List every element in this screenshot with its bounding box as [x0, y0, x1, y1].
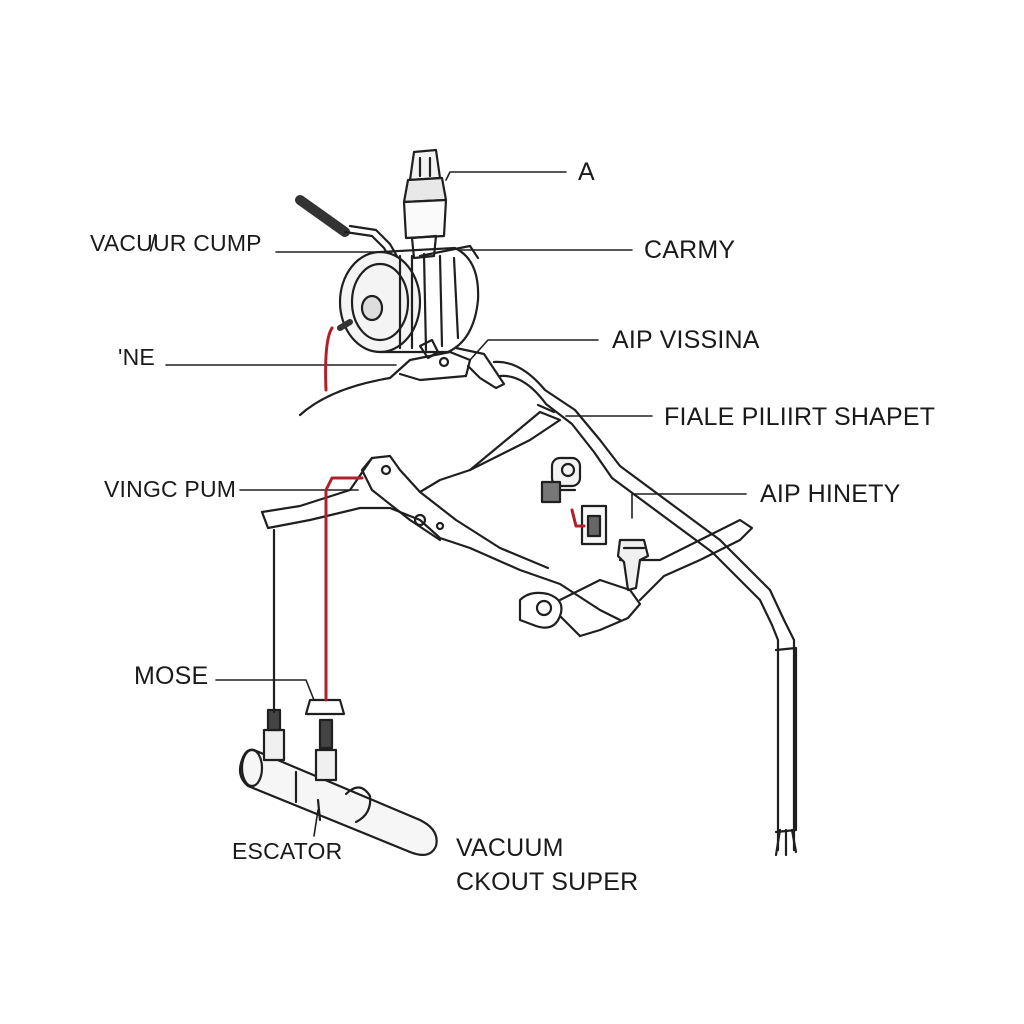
label-escator: ESCATOR [232, 838, 343, 864]
air-sensor [540, 456, 650, 592]
canister-fitting-left [262, 698, 286, 762]
upper-vacuum-line [492, 360, 786, 627]
red-wiring [324, 326, 586, 702]
label-ne: ʹNE [118, 344, 155, 370]
label-vacuum-pump: VACU̸UR CUMP [90, 230, 262, 256]
canister-fitting-right [304, 698, 346, 782]
right-vertical-hose [770, 618, 798, 857]
label-fiale-pilirt-shapet: FIALE PILIIRT SHAPET [664, 403, 936, 431]
label-ckout-super: CKOUT SUPER [456, 868, 639, 896]
label-aip-vissina: AIP VISSINA [612, 326, 760, 354]
vacuum-pump-body [337, 244, 480, 354]
label-aip-hinety: AIP HINETY [760, 480, 901, 508]
label-mose: MOSE [134, 662, 209, 690]
escator-canister [238, 748, 438, 857]
label-vingc-pum: VINGC PUM [104, 476, 237, 502]
label-carmy: CARMY [644, 236, 736, 264]
leader-lines [165, 171, 747, 837]
label-vacuum: VACUUM [456, 834, 564, 862]
intake-manifold-frame [260, 410, 754, 638]
label-a: A [578, 158, 595, 186]
top-valve-cap [402, 148, 448, 260]
